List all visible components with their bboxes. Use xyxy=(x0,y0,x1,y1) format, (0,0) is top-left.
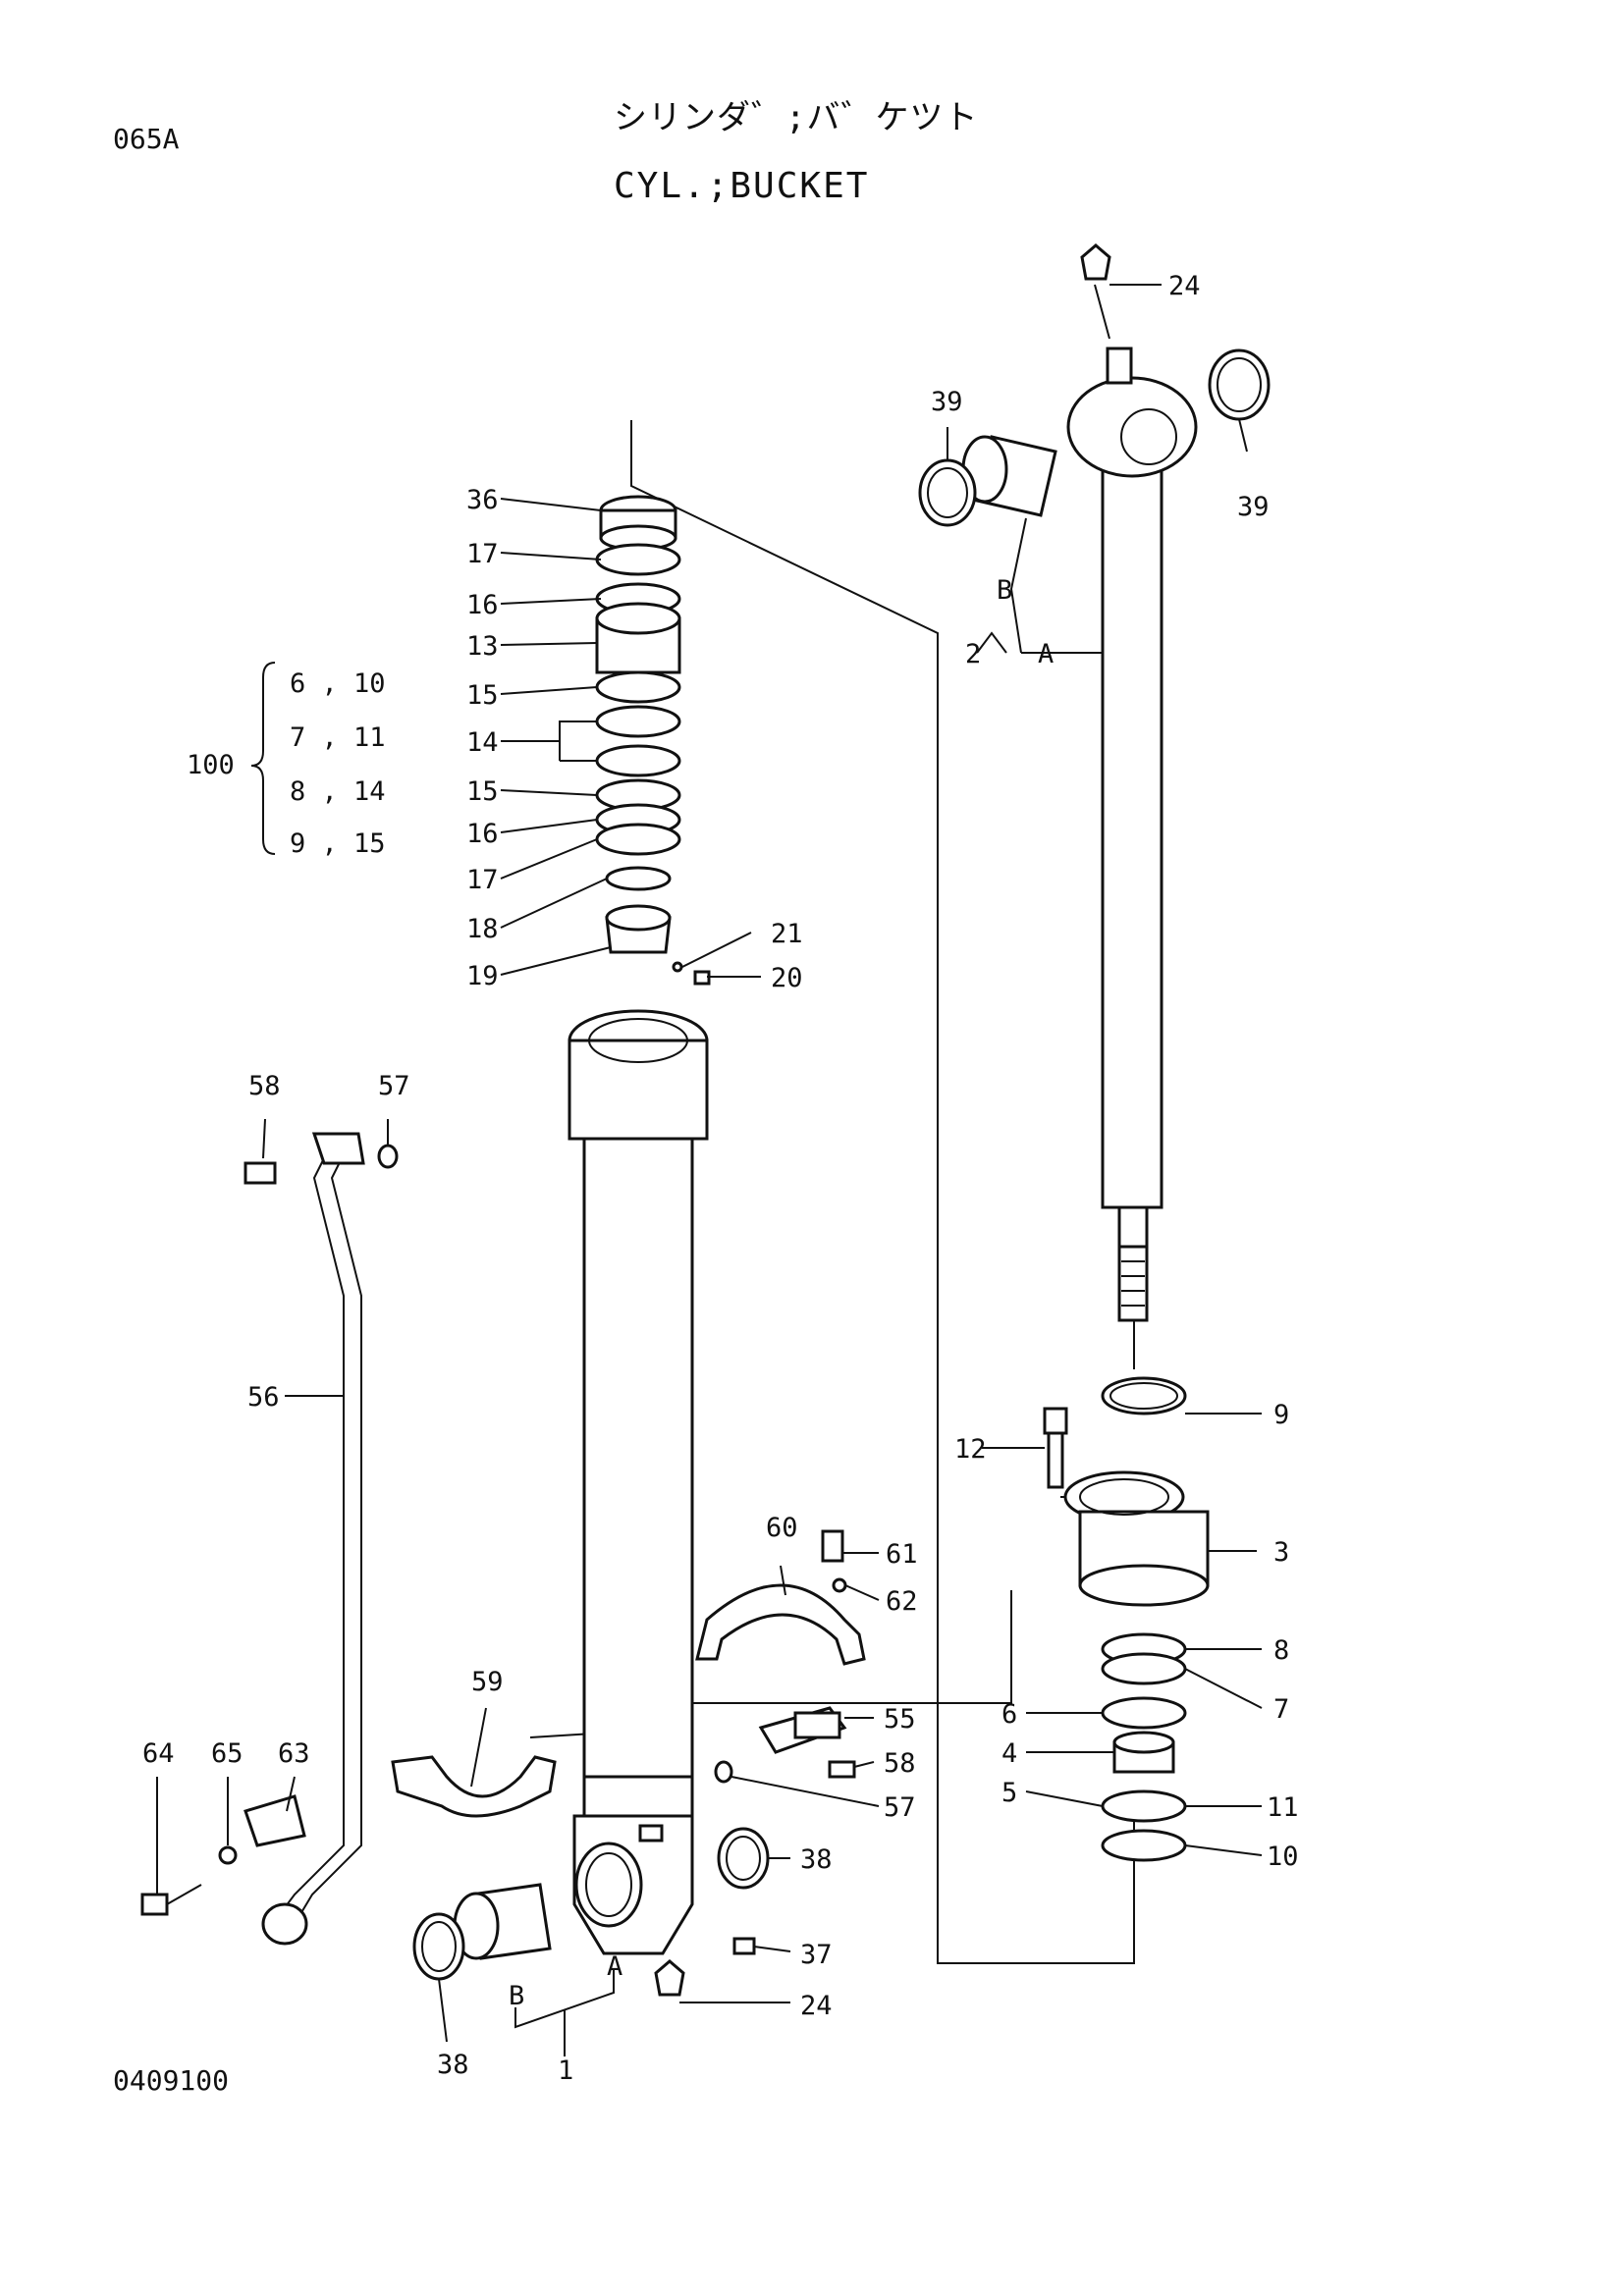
callout-14: 14 xyxy=(466,727,499,758)
callout-39: 39 xyxy=(931,387,963,417)
callout-36: 36 xyxy=(466,485,499,515)
callout-57: 57 xyxy=(378,1071,410,1101)
pipe-clamps xyxy=(140,1529,866,1997)
piston-rod xyxy=(1066,243,1198,1322)
callout-19: 19 xyxy=(466,961,499,991)
label-A: A xyxy=(607,1951,622,1982)
label-B: B xyxy=(509,1981,524,2011)
callout-20: 20 xyxy=(771,963,803,993)
leader-lines xyxy=(156,284,1263,2056)
group-row: 6 , 10 xyxy=(290,668,386,699)
callout-4: 4 xyxy=(1001,1738,1017,1769)
group-label: 100 xyxy=(187,750,235,780)
callout-13: 13 xyxy=(466,631,499,662)
callout-12: 12 xyxy=(954,1434,987,1465)
label-B: B xyxy=(997,575,1012,606)
callout-37: 37 xyxy=(800,1940,833,1970)
callout-15: 15 xyxy=(466,776,499,807)
callout-21: 21 xyxy=(771,919,803,949)
group-bracket-100 xyxy=(250,662,276,855)
callout-11: 11 xyxy=(1267,1792,1299,1823)
callout-55: 55 xyxy=(884,1704,916,1735)
callout-38: 38 xyxy=(800,1844,833,1875)
callout-17: 17 xyxy=(466,539,499,569)
callout-59: 59 xyxy=(471,1667,504,1697)
title-english: CYL.;BUCKET xyxy=(614,166,870,206)
group-row: 8 , 14 xyxy=(290,776,386,807)
callout-17: 17 xyxy=(466,865,499,895)
page-code: 065A xyxy=(113,123,180,155)
callout-1: 1 xyxy=(558,2056,573,2086)
callout-57: 57 xyxy=(884,1792,916,1823)
callout-38: 38 xyxy=(437,2050,469,2080)
callout-65: 65 xyxy=(211,1738,243,1769)
callout-16: 16 xyxy=(466,819,499,849)
callout-24: 24 xyxy=(800,1991,833,2021)
cylinder-head xyxy=(1043,1376,1210,1862)
callout-24: 24 xyxy=(1168,271,1201,301)
callout-16: 16 xyxy=(466,590,499,620)
group-100: 100 6 , 10 7 , 11 8 , 14 9 , 15 xyxy=(187,668,386,859)
callout-58: 58 xyxy=(248,1071,281,1101)
callout-39: 39 xyxy=(1237,492,1270,522)
callout-6: 6 xyxy=(1001,1699,1017,1730)
callout-62: 62 xyxy=(886,1586,918,1617)
packing-stack xyxy=(595,495,711,986)
callout-64: 64 xyxy=(142,1738,175,1769)
callout-2: 2 xyxy=(965,639,981,669)
callout-5: 5 xyxy=(1001,1778,1017,1808)
callout-8: 8 xyxy=(1273,1635,1289,1666)
callout-60: 60 xyxy=(766,1513,798,1543)
callout-10: 10 xyxy=(1267,1842,1299,1872)
title-japanese: シリンダ゛;バ゛ケツト xyxy=(614,98,979,137)
callout-61: 61 xyxy=(886,1539,918,1570)
bottom-bushing xyxy=(412,1883,552,1981)
callout-3: 3 xyxy=(1273,1537,1289,1568)
group-row: 9 , 15 xyxy=(290,828,386,859)
callout-58: 58 xyxy=(884,1748,916,1779)
callout-15: 15 xyxy=(466,680,499,711)
callout-9: 9 xyxy=(1273,1400,1289,1430)
group-row: 7 , 11 xyxy=(290,722,386,753)
label-A: A xyxy=(1038,639,1054,669)
callout-18: 18 xyxy=(466,914,499,944)
cylinder-tube xyxy=(568,1009,709,1955)
callout-63: 63 xyxy=(278,1738,310,1769)
drawing-number: 0409100 xyxy=(113,2064,230,2097)
hydraulic-pipe xyxy=(243,1132,399,1946)
callout-labels: 36 17 16 13 15 14 15 16 17 18 19 20 21 2… xyxy=(142,271,1299,2086)
callout-56: 56 xyxy=(247,1382,280,1413)
callout-7: 7 xyxy=(1273,1694,1289,1725)
